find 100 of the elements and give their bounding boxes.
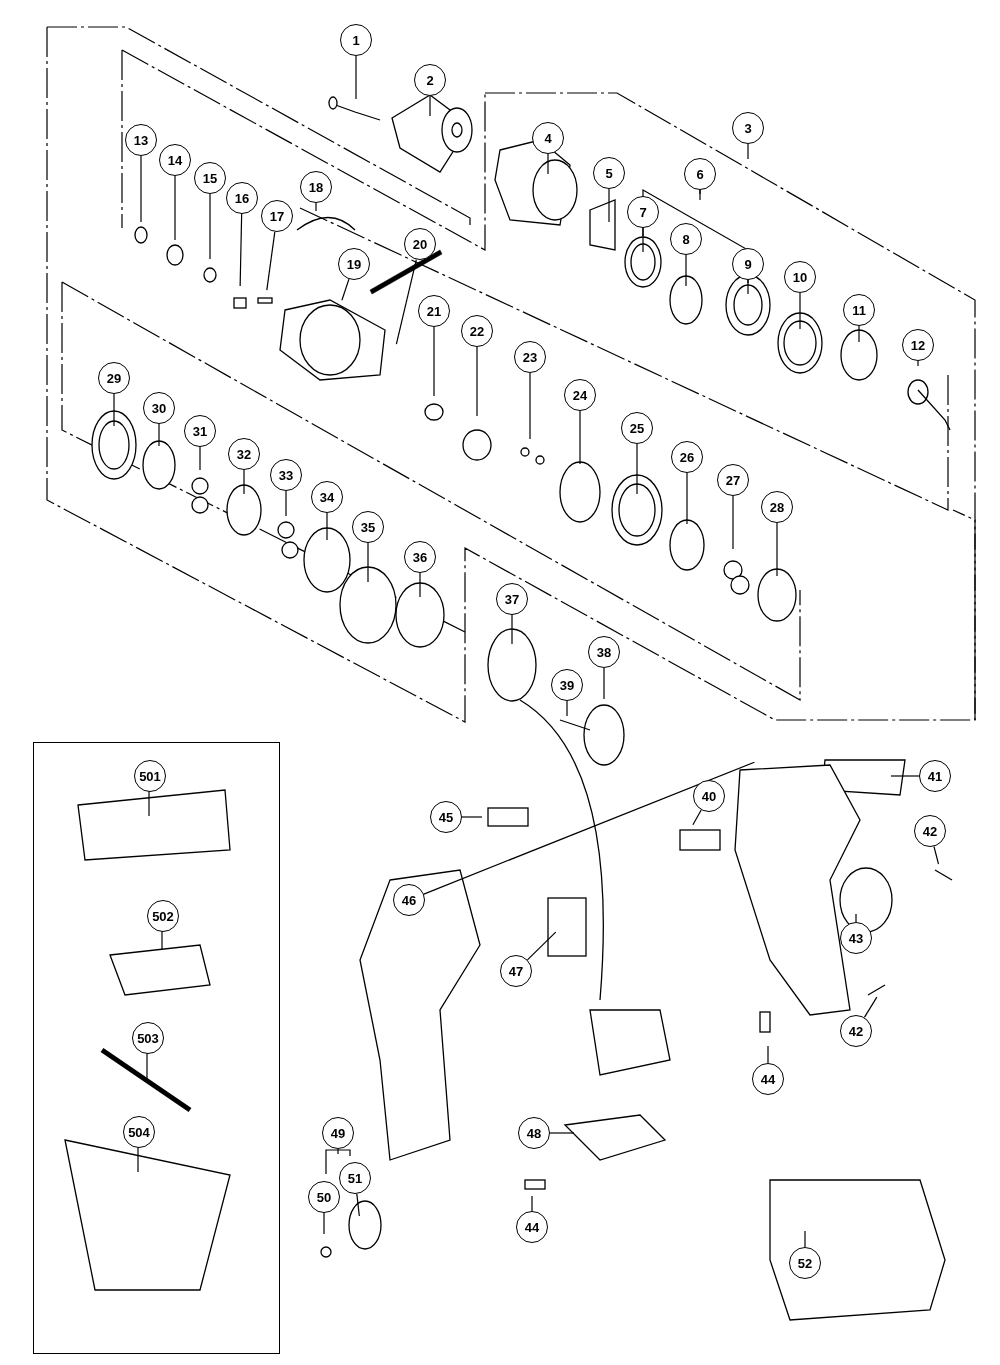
leader-line [747,143,749,160]
leader-line [603,667,605,700]
callout-number: 5 [593,157,625,189]
leader-line [692,809,702,826]
callout-number: 504 [123,1116,155,1148]
callout-number: 10 [784,261,816,293]
leader-line [429,95,431,117]
callout-number: 6 [684,158,716,190]
callout-number: 48 [518,1117,550,1149]
leader-line [423,761,756,895]
callout-number: 38 [588,636,620,668]
callout-number: 41 [919,760,951,792]
leader-line [732,495,734,550]
callout-number: 25 [621,412,653,444]
callout-number: 12 [902,329,934,361]
callout-number: 39 [551,669,583,701]
leader-line [685,254,687,287]
callout-number: 13 [125,124,157,156]
callout-number: 36 [404,541,436,573]
callout-number: 2 [414,64,446,96]
callout-number: 35 [352,511,384,543]
leader-line [367,542,369,583]
callout-number: 44 [752,1063,784,1095]
callout-number: 30 [143,392,175,424]
callout-number: 50 [308,1181,340,1213]
leader-line [526,931,557,961]
callout-number: 3 [732,112,764,144]
leader-line [113,393,115,427]
callout-number: 28 [761,491,793,523]
leader-line [776,522,778,577]
leader-line [461,816,483,818]
callout-number: 24 [564,379,596,411]
leader-line [161,930,163,950]
leader-line [547,153,549,175]
leader-line [858,325,860,343]
callout-number: 42 [914,815,946,847]
leader-line [395,258,417,345]
leader-line [549,1132,575,1134]
callout-number: 23 [514,341,546,373]
callout-number: 47 [500,955,532,987]
callout-number: 11 [843,294,875,326]
leader-line [686,472,688,525]
leader-line [566,700,568,717]
callout-number: 20 [404,228,436,260]
leader-line [747,279,749,295]
callout-number: 503 [132,1022,164,1054]
callout-number: 26 [671,441,703,473]
callout-number: 14 [159,144,191,176]
leader-line [355,55,357,100]
callout-number: 51 [339,1162,371,1194]
leader-line [419,572,421,598]
leader-line [323,1212,325,1235]
callout-number: 34 [311,481,343,513]
leader-line [529,372,531,440]
callout-number: 17 [261,200,293,232]
leader-line [579,410,581,465]
callout-number: 32 [228,438,260,470]
leader-line [531,1195,533,1212]
leader-line [140,155,142,223]
callout-number: 27 [717,464,749,496]
leader-line [209,193,211,260]
callout-number: 37 [496,583,528,615]
callout-number: 40 [693,780,725,812]
leader-line [767,1045,769,1064]
callout-number: 18 [300,171,332,203]
callout-number: 49 [322,1117,354,1149]
leader-line [337,1148,339,1155]
callout-number: 43 [840,922,872,954]
leader-line [608,188,610,223]
callout-number: 42 [840,1015,872,1047]
inset-box [33,742,280,1354]
leader-line [199,446,201,471]
callout-number: 44 [516,1211,548,1243]
leader-line [699,189,701,195]
leader-line [855,913,857,923]
leader-line [243,469,245,495]
callout-number: 22 [461,315,493,347]
leader-line [933,845,940,865]
callout-number: 9 [732,248,764,280]
callout-number: 15 [194,162,226,194]
callout-number: 16 [226,182,258,214]
callout-number: 19 [338,248,370,280]
leader-line [158,423,160,447]
callout-number: 31 [184,415,216,447]
callout-number: 29 [98,362,130,394]
leader-line [239,213,243,287]
leader-line [433,326,435,397]
leader-line [285,490,287,517]
leader-line [356,1193,360,1217]
callout-number: 8 [670,223,702,255]
leader-line [476,346,478,417]
leader-line [315,202,317,212]
leader-line [174,175,176,241]
callout-number: 21 [418,295,450,327]
leader-line [804,1230,806,1248]
callout-number: 33 [270,459,302,491]
leader-line [148,790,150,817]
leader-line [341,278,350,301]
leader-line [863,996,878,1018]
callout-number: 1 [340,24,372,56]
